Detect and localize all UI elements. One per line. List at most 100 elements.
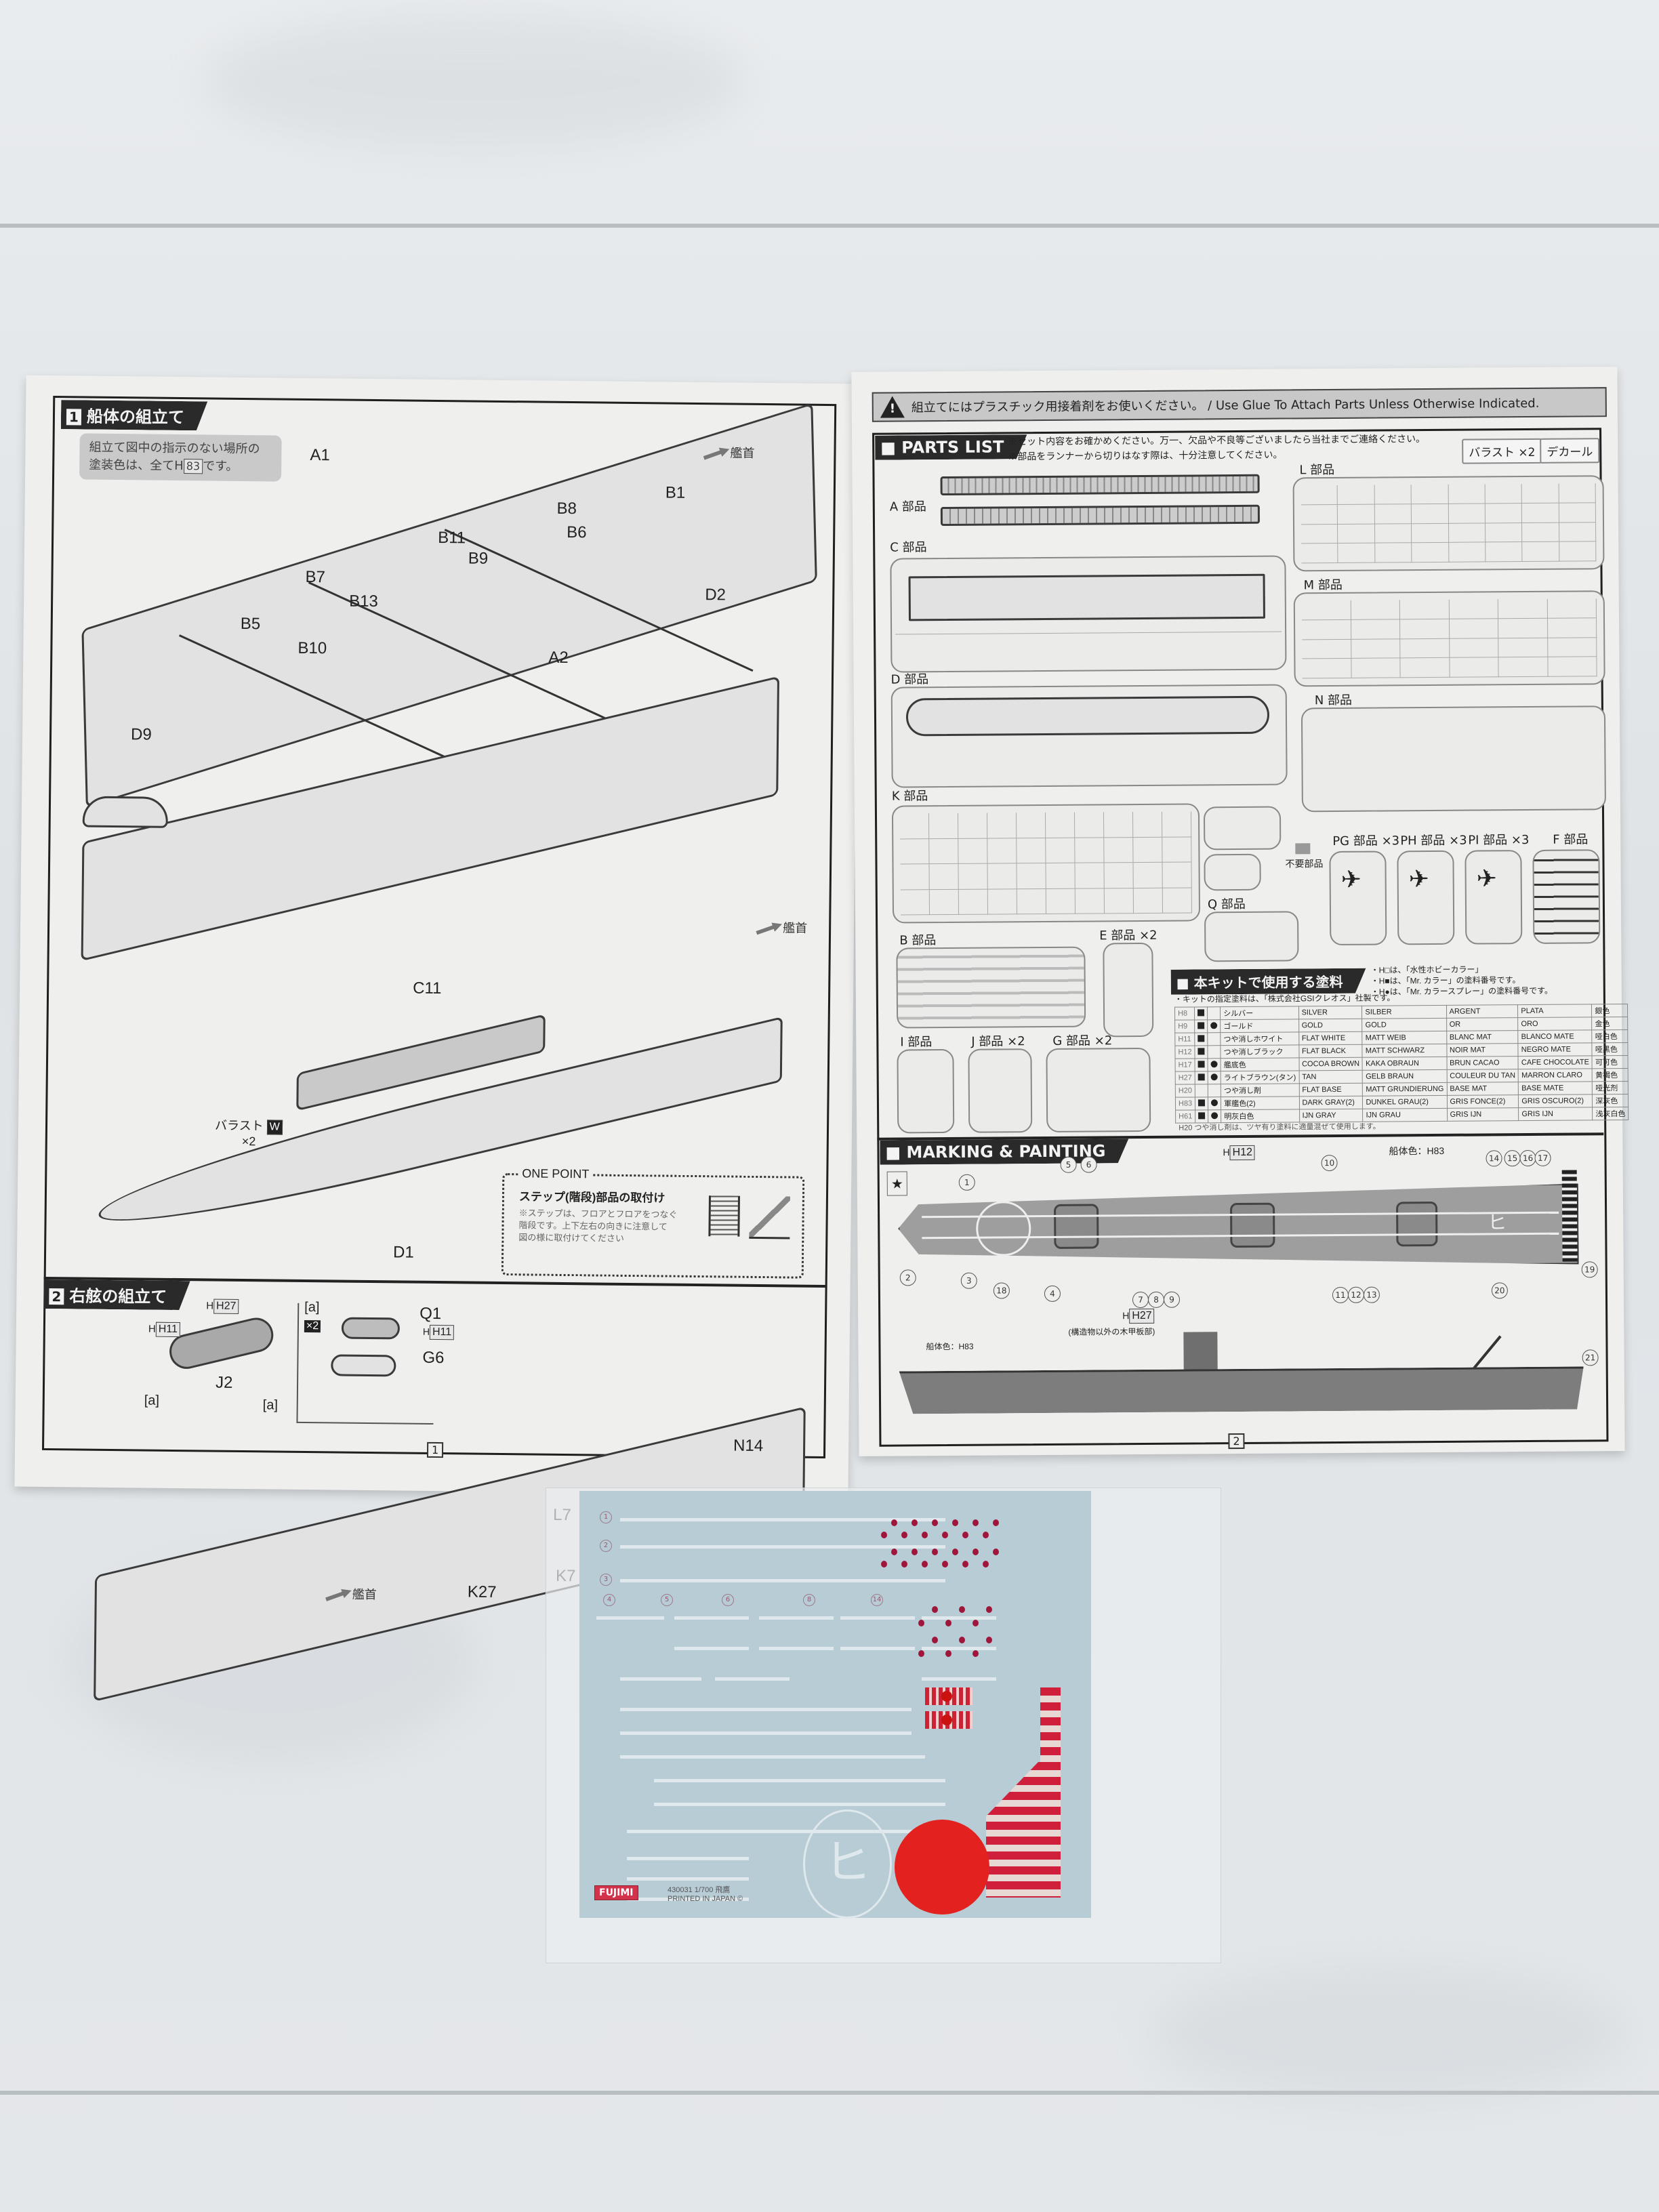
decal-dot	[932, 1637, 938, 1643]
paint-code: H17	[1175, 1058, 1195, 1072]
deck-line-decal	[620, 1732, 912, 1735]
paint-name-de: IJN GRAU	[1363, 1108, 1448, 1122]
unused-parts-label: 不要部品	[1285, 859, 1324, 870]
paint-code: H11	[1174, 1032, 1195, 1046]
subassembly-tag: [a]	[304, 1299, 320, 1315]
paint-name-fr: ARGENT	[1446, 1004, 1518, 1019]
paint-name-jp: つや消しブラック	[1221, 1044, 1299, 1059]
part-label: D1	[392, 1243, 414, 1262]
parts-runner-k-extra	[1203, 806, 1282, 851]
paint-name-cn: 黄褐色	[1592, 1068, 1629, 1082]
deck-line-decal	[627, 1857, 749, 1860]
decal-dot	[962, 1532, 968, 1538]
square-icon	[1197, 1047, 1205, 1054]
spray-marker	[1208, 1109, 1221, 1123]
marking-callout: 12	[1347, 1286, 1365, 1303]
marking-callout: 20	[1491, 1282, 1508, 1299]
propeller-runner-f	[1532, 849, 1601, 944]
parts-runner-d	[890, 684, 1288, 788]
deck-mark-hiragana: ヒ	[1488, 1212, 1507, 1233]
parts-group-label: L 部品	[1299, 462, 1335, 478]
unused-parts-swatch	[1295, 843, 1311, 855]
aircraft-runner-pg: ✈	[1329, 851, 1387, 946]
page-number: 2	[1228, 1433, 1245, 1450]
part-label: A1	[310, 445, 330, 465]
marking-callout: 5	[1060, 1156, 1077, 1173]
spray-marker	[1207, 1006, 1221, 1020]
paint-name-es: MARRON CLARO	[1518, 1068, 1593, 1082]
parts-group-label: D 部品	[890, 672, 929, 687]
spray-marker	[1208, 1071, 1221, 1084]
marking-callout: 8	[1147, 1291, 1165, 1308]
spray-marker	[1208, 1084, 1221, 1097]
hull-side-profile	[899, 1366, 1584, 1414]
decal-number: 8	[803, 1594, 815, 1606]
glue-warning-bar: 組立てにはプラスチック用接着剤をお使いください。 / Use Glue To A…	[872, 387, 1607, 422]
floor-tile-seam	[0, 2091, 1659, 2095]
mr-color-marker	[1195, 1097, 1208, 1110]
mr-color-marker	[1195, 1109, 1208, 1123]
arrow-icon	[702, 445, 731, 462]
floor-marble-pattern	[1152, 1965, 1626, 2101]
deck-hiragana-decal: ヒ	[803, 1809, 892, 1919]
step-title: 船体の組立て	[86, 407, 185, 428]
parts-group-label: PI 部品 ×3	[1468, 832, 1530, 848]
decal-number: 1	[600, 1511, 612, 1523]
subassembly-tag: [a]	[144, 1393, 160, 1408]
deck-line-decal	[620, 1545, 945, 1549]
square-icon	[1197, 1008, 1205, 1016]
parts-runner-l	[1292, 475, 1605, 572]
paint-name-es: ORO	[1517, 1017, 1593, 1031]
stern-stripe-decal	[1040, 1687, 1061, 1762]
hull-color-callout: 船体色：H83	[926, 1341, 974, 1352]
part-g6	[331, 1354, 396, 1377]
deck-line-decal	[620, 1708, 912, 1711]
paint-name-es: GRIS OSCURO(2)	[1518, 1094, 1593, 1108]
deck-line-decal	[674, 1616, 749, 1620]
aircraft-runner-pi: ✈	[1465, 850, 1523, 945]
deck-line-decal	[922, 1677, 996, 1681]
rising-sun-flag-decal	[925, 1687, 972, 1705]
part-label: A2	[548, 648, 569, 668]
paint-name-en: FLAT BASE	[1298, 1083, 1363, 1097]
paint-name-cn: 可可色	[1592, 1055, 1629, 1069]
deck-line-decal	[715, 1677, 790, 1681]
paint-name-jp: つや消しホワイト	[1220, 1031, 1299, 1046]
product-code: 430031 1/700 飛鷹	[668, 1886, 731, 1894]
deck-line-decal	[596, 1616, 664, 1620]
decal-dot	[932, 1519, 938, 1526]
paint-name-es: CAFE CHOCOLATE	[1518, 1055, 1593, 1069]
marking-callout: 15	[1504, 1150, 1521, 1167]
marking-callout: 18	[993, 1282, 1010, 1299]
paint-name-cn: 金色	[1591, 1017, 1629, 1030]
decal-dot	[945, 1620, 951, 1626]
paint-name-es: PLATA	[1517, 1004, 1592, 1018]
elevator	[1230, 1202, 1275, 1248]
decal-dot	[912, 1549, 918, 1555]
decal-dot	[993, 1549, 999, 1555]
deck-line-decal	[674, 1647, 749, 1650]
marking-callout: 21	[1582, 1349, 1599, 1366]
stair-diagram-icon	[749, 1195, 790, 1240]
paint-name-jp: ライトブラウン(タン)	[1221, 1070, 1299, 1084]
decal-dot	[959, 1637, 965, 1643]
square-icon	[1198, 1111, 1206, 1119]
decal-dot	[932, 1606, 938, 1613]
decal-number: 14	[871, 1594, 883, 1606]
marking-callout: 6	[1080, 1156, 1097, 1173]
stern-stripe-decal	[986, 1762, 1061, 1898]
parts-runner-g	[1046, 1047, 1151, 1132]
decal-number: 6	[722, 1594, 734, 1606]
decal-dot	[912, 1519, 918, 1526]
parts-list-header: ■ PARTS LIST	[875, 434, 1027, 460]
mr-color-marker	[1195, 1045, 1208, 1059]
deck-line-decal	[922, 1647, 996, 1650]
paint-name-es: BASE MATE	[1518, 1081, 1593, 1095]
parts-group-label: N 部品	[1314, 693, 1353, 708]
decal-dot	[972, 1650, 979, 1657]
aircraft-icon: ✈	[1340, 865, 1361, 894]
warning-icon	[880, 396, 905, 418]
paint-name-cn: 浅灰白色	[1592, 1107, 1629, 1120]
